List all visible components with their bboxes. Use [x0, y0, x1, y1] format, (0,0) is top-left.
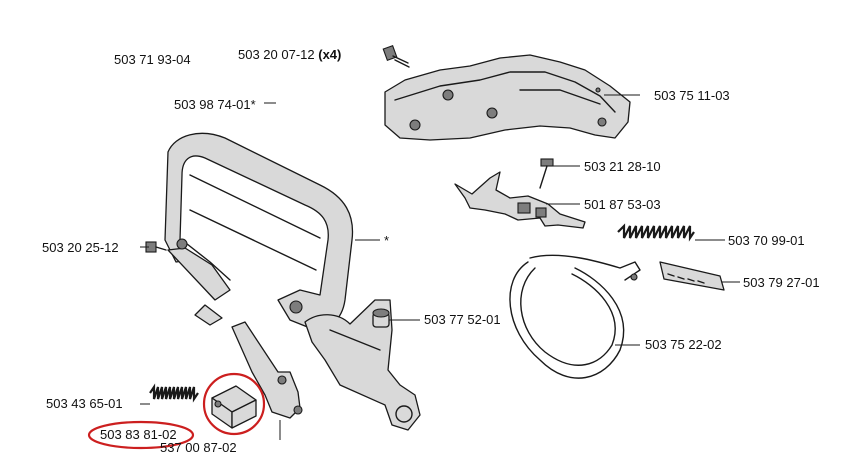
brake-sleeve [659, 261, 725, 291]
leader-lines [140, 94, 740, 440]
front-handle [164, 132, 354, 329]
label-501-87-53-03: 501 87 53-03 [584, 197, 661, 212]
label-503-98-74-01: 503 98 74-01* [174, 97, 256, 112]
highlight-ellipse-label [87, 420, 195, 450]
brake-band [509, 254, 641, 379]
label-503-83-81-02: 503 83 81-02 [100, 427, 177, 442]
top-cover-plate [384, 54, 631, 141]
screw-top [382, 44, 410, 68]
label-503-75-22-02: 503 75 22-02 [645, 337, 722, 352]
label-503-20-07-12-number: 503 20 07-12 [238, 47, 315, 62]
label-503-79-27-01: 503 79 27-01 [743, 275, 820, 290]
label-503-70-99-01: 503 70 99-01 [728, 233, 805, 248]
trigger-lever [231, 321, 303, 419]
brake-lever [454, 171, 586, 229]
spring-right [617, 223, 695, 242]
label-503-21-28-10: 503 21 28-10 [584, 159, 661, 174]
highlight-circle-block [202, 372, 266, 436]
label-asterisk: * [384, 233, 390, 248]
label-503-71-93-04: 503 71 93-04 [114, 52, 191, 67]
bushing [372, 308, 390, 328]
label-503-20-25-12: 503 20 25-12 [42, 240, 119, 255]
label-503-20-07-12: 503 20 07-12 (x4) [238, 47, 341, 63]
label-503-77-52-01: 503 77 52-01 [424, 312, 501, 327]
label-503-20-07-12-qty: (x4) [318, 47, 342, 62]
screw-middle [539, 158, 554, 189]
lower-bracket [304, 299, 421, 431]
spring-left [149, 383, 199, 403]
label-503-43-65-01: 503 43 65-01 [46, 396, 123, 411]
block-part [211, 385, 257, 429]
label-503-75-11-03: 503 75 11-03 [654, 88, 730, 103]
label-537-00-87-02: 537 00 87-02 [160, 440, 237, 455]
